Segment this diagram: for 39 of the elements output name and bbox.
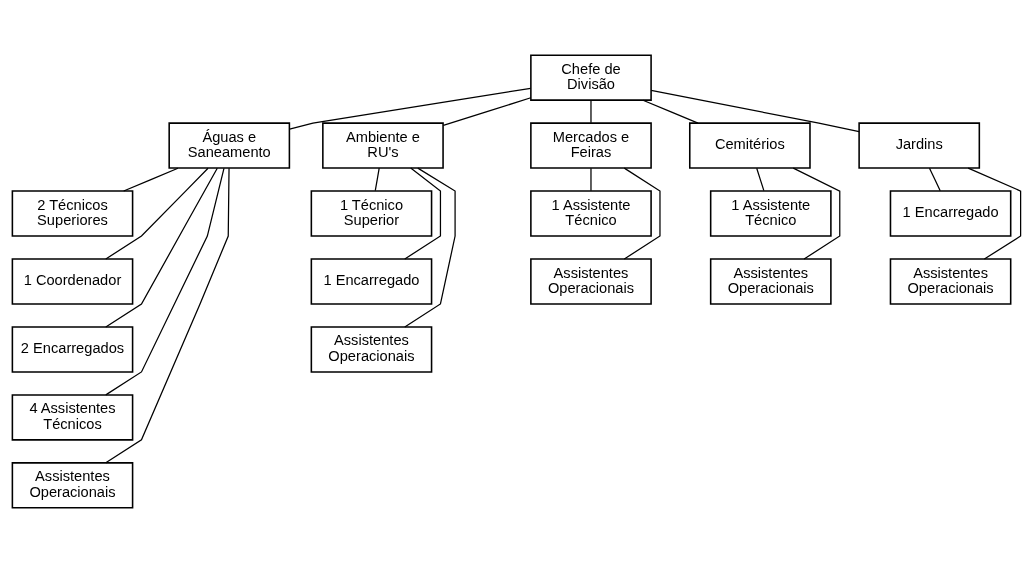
node-box: Assistentes Operacionais xyxy=(310,326,433,373)
connector xyxy=(105,167,218,328)
node-box: Assistentes Operacionais xyxy=(889,258,1012,305)
node-box: Mercados e Feiras xyxy=(530,122,652,169)
connector xyxy=(105,167,230,464)
node-box: 2 Técnicos Superiores xyxy=(11,190,134,237)
connector xyxy=(792,167,841,260)
node-box: 1 Técnico Superior xyxy=(310,190,433,237)
node-box: Chefe de Divisão xyxy=(530,54,652,101)
node-box: 2 Encarregados xyxy=(11,326,134,373)
connector xyxy=(404,167,442,260)
node-box: Assistentes Operacionais xyxy=(709,258,832,305)
node-box: Cemitérios xyxy=(689,122,811,169)
node-box: 1 Assistente Técnico xyxy=(709,190,832,237)
connector xyxy=(590,99,592,124)
connector xyxy=(590,167,592,192)
connector xyxy=(756,167,765,192)
connector xyxy=(374,167,380,192)
connector xyxy=(105,167,209,260)
node-box: Assistentes Operacionais xyxy=(11,462,134,509)
connector xyxy=(442,97,532,127)
node-box: 4 Assistentes Técnicos xyxy=(11,394,134,441)
node-box: 1 Encarregado xyxy=(310,258,433,305)
connector xyxy=(967,167,1022,260)
node-box: 1 Assistente Técnico xyxy=(530,190,652,237)
node-box: Assistentes Operacionais xyxy=(530,258,652,305)
node-box: Jardins xyxy=(858,122,981,169)
node-box: Ambiente e RU's xyxy=(322,122,444,169)
connector xyxy=(642,99,699,124)
node-box: 1 Coordenador xyxy=(11,258,134,305)
connector xyxy=(289,87,532,130)
connector xyxy=(650,89,860,133)
connector xyxy=(623,167,661,260)
connector xyxy=(123,167,179,192)
connector xyxy=(105,167,225,396)
node-box: 1 Encarregado xyxy=(889,190,1012,237)
connector xyxy=(404,167,456,328)
connector xyxy=(928,167,941,192)
node-box: Águas e Saneamento xyxy=(168,122,291,169)
